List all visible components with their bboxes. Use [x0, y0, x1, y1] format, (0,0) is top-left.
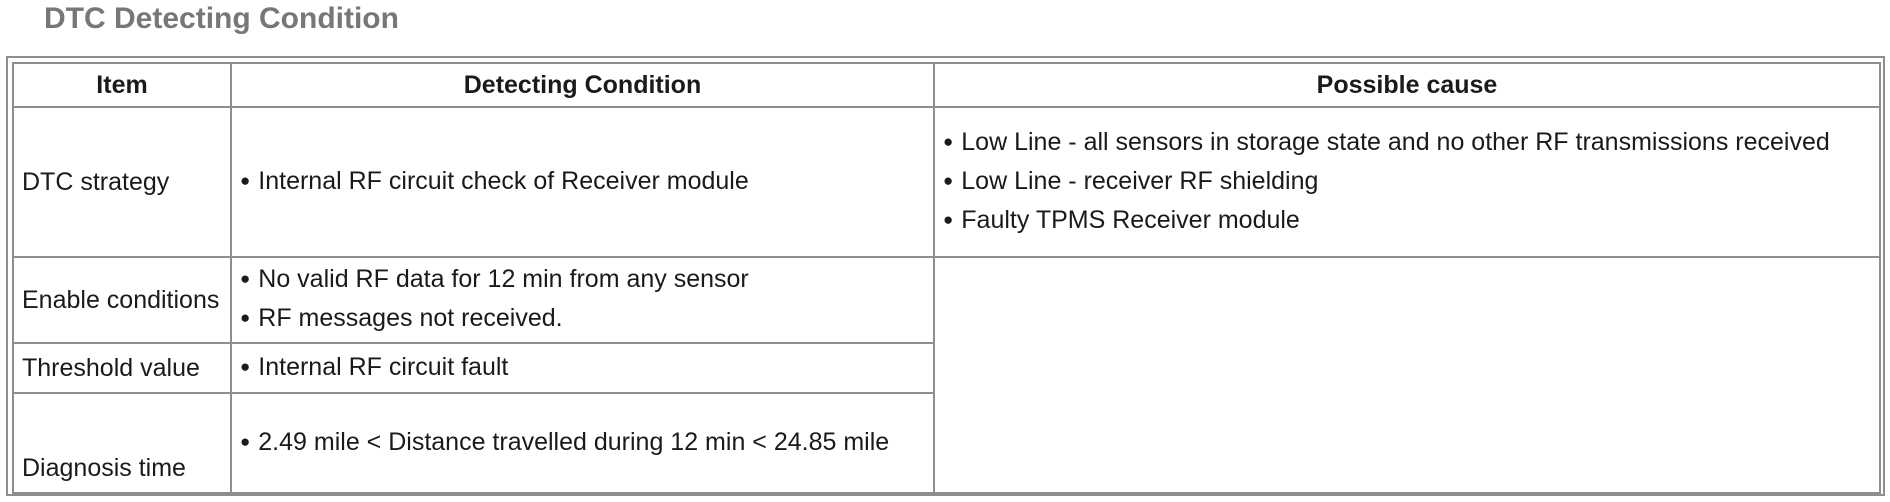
item-label: Diagnosis time: [22, 454, 186, 482]
dtc-table: Item Detecting Condition Possible cause …: [12, 62, 1881, 494]
table-row-enable-conditions: Enable conditions No valid RF data for 1…: [12, 256, 1881, 494]
table-row-diagnosis-time: Diagnosis time 2.49 mile < Distance trav…: [12, 392, 1880, 494]
item-cell: Threshold value: [12, 342, 232, 394]
condition-cell: Internal RF circuit check of Receiver mo…: [230, 106, 935, 258]
condition-cell: Internal RF circuit fault: [230, 342, 935, 394]
header-possible-cause: Possible cause: [933, 62, 1881, 108]
cause-bullet: Low Line - receiver RF shielding: [943, 163, 1871, 202]
page-title: DTC Detecting Condition: [44, 2, 399, 35]
item-cell: DTC strategy: [12, 106, 232, 258]
possible-cause-cell: Low Line - all sensors in storage state …: [933, 106, 1881, 258]
header-item: Item: [12, 62, 232, 108]
table-header-row: Item Detecting Condition Possible cause: [12, 62, 1881, 108]
table-frame: [6, 56, 1885, 496]
table-row-dtc-strategy: DTC strategy Internal RF circuit check o…: [12, 106, 1881, 258]
condition-bullet: Internal RF circuit check of Receiver mo…: [240, 163, 925, 202]
condition-bullet: Internal RF circuit fault: [240, 349, 925, 388]
table-row-threshold-value: Threshold value Internal RF circuit faul…: [12, 342, 1880, 394]
condition-bullet: RF messages not received.: [240, 300, 925, 339]
item-cell: Enable conditions: [12, 256, 232, 344]
condition-bullet: No valid RF data for 12 min from any sen…: [240, 261, 925, 300]
condition-bullet: 2.49 mile < Distance travelled during 12…: [240, 424, 925, 463]
condition-cell: 2.49 mile < Distance travelled during 12…: [230, 392, 935, 494]
empty-cause-cell: [933, 256, 1881, 494]
condition-cell: No valid RF data for 12 min from any sen…: [230, 256, 935, 344]
item-cell: Diagnosis time: [12, 392, 232, 494]
header-detecting-condition: Detecting Condition: [230, 62, 935, 108]
cause-bullet: Low Line - all sensors in storage state …: [943, 124, 1871, 163]
cause-bullet: Faulty TPMS Receiver module: [943, 202, 1871, 241]
